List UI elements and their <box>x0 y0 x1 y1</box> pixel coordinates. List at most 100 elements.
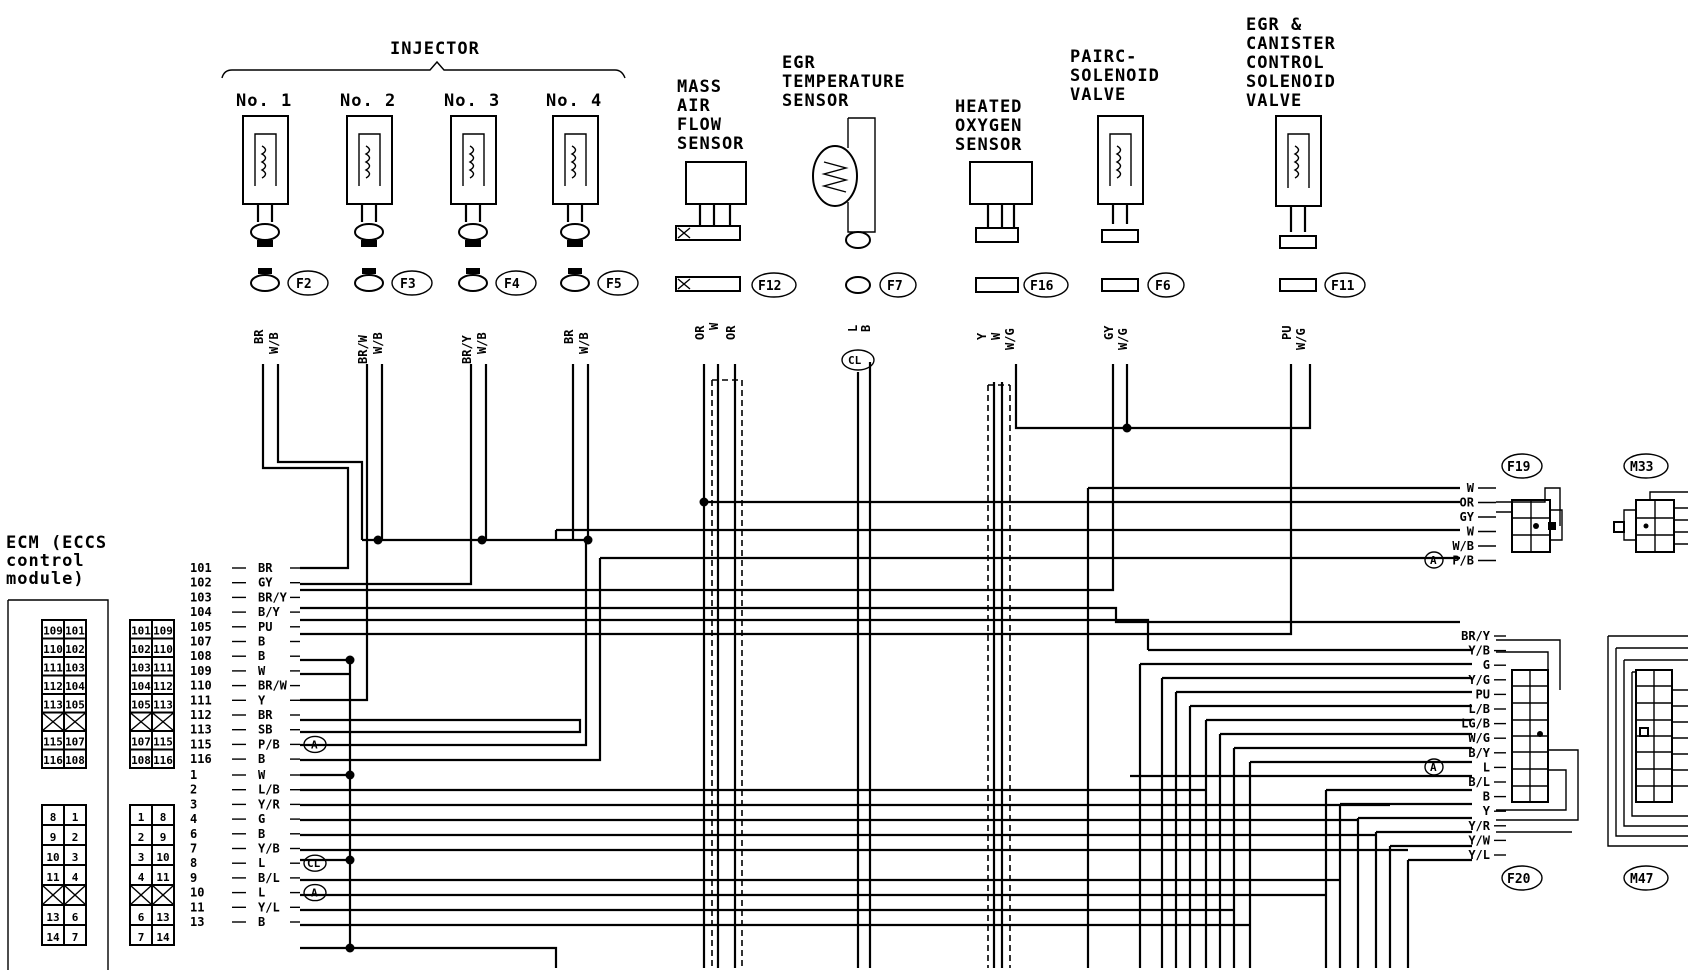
connector-tag-f4: F4 <box>495 270 537 296</box>
tag-label: A <box>1430 761 1437 774</box>
ecm-cell-number: 109 <box>43 625 63 638</box>
connector-tag-f11: F11 <box>1324 272 1366 298</box>
heated-oxygen-sensor: HEATED OXYGEN SENSOR F16 Y W W/G <box>955 97 1069 350</box>
connector-tag-f6: F6 <box>1147 272 1185 298</box>
f20-wire-code: G <box>1483 658 1490 672</box>
svg-text:CANISTER: CANISTER <box>1246 34 1336 54</box>
ecm-cell-number: 112 <box>43 680 63 693</box>
ecm-pin-number: 101 <box>190 561 212 575</box>
ecm-pin-color: BR/W <box>258 679 288 693</box>
o2-wires <box>992 382 1004 968</box>
injector-no1-label: No. 1 <box>236 91 292 111</box>
plug-icon <box>354 223 384 241</box>
ecm-cell-number: 110 <box>153 643 173 656</box>
svg-text:F5: F5 <box>606 277 622 292</box>
svg-text:SOLENOID: SOLENOID <box>1246 72 1336 92</box>
plug-icon <box>458 223 488 241</box>
plug-icon <box>975 277 1019 293</box>
svg-text:SENSOR: SENSOR <box>677 134 744 154</box>
f20-wire-code: Y/W <box>1468 833 1490 847</box>
svg-text:M47: M47 <box>1630 872 1653 887</box>
ecm-cell-number: 109 <box>153 625 173 638</box>
tag-label: A <box>311 887 318 900</box>
ecm-pin-color: L/B <box>258 783 280 797</box>
connector-m47: M47 <box>1607 635 1688 891</box>
svg-text:EGR: EGR <box>782 53 816 73</box>
svg-text:M33: M33 <box>1630 460 1653 475</box>
ecm-pin-number: 116 <box>190 752 212 766</box>
ecm-pin-color: L <box>258 886 265 900</box>
ecm-pin-color: B <box>258 915 265 929</box>
egr-canister-solenoid-valve: EGR & CANISTER CONTROL SOLENOID VALVE F1… <box>1246 15 1366 350</box>
ecm-cell-number: 1 <box>72 811 79 824</box>
connector-tag-f5: F5 <box>597 270 639 296</box>
connector-tag-f2: F2 <box>287 270 329 296</box>
wire-code: GY <box>1102 325 1116 340</box>
coil-icon <box>1287 133 1310 188</box>
ecm-cell-number: 11 <box>156 871 170 884</box>
wire-code: W <box>989 332 1003 340</box>
ecm-cell-number: 11 <box>46 871 60 884</box>
ecm-pin-color: PU <box>258 620 272 634</box>
ecm-cell-number: 103 <box>65 662 85 675</box>
maf-body <box>685 161 747 205</box>
ecm-cell-number: 111 <box>153 662 173 675</box>
maf-wires <box>702 364 737 968</box>
ecm-cell-number: 14 <box>46 931 60 944</box>
ecm-pin-color: BR <box>258 708 273 722</box>
ecm-cell-number: 110 <box>43 643 63 656</box>
ecm-pin-color: B <box>258 635 265 649</box>
ecm-pin-color: B/Y <box>258 605 280 619</box>
svg-text:F7: F7 <box>887 279 903 294</box>
ecm-cell-unused <box>63 711 87 732</box>
plug-icon <box>1101 229 1139 243</box>
ecm-pin-color: SB <box>258 723 272 737</box>
ecm-cell-number: 107 <box>65 736 85 749</box>
connector-m33: M33 <box>1613 453 1688 553</box>
coil-icon <box>564 133 587 186</box>
ecm-cell-number: 105 <box>131 699 151 712</box>
svg-text:VALVE: VALVE <box>1246 91 1302 111</box>
ecm-cell-number: 13 <box>46 911 59 924</box>
ecm-pin-number: 2 <box>190 783 197 797</box>
plug-icon <box>560 223 590 241</box>
ecm-cell-number: 112 <box>153 680 173 693</box>
ecm-pin-number: 11 <box>190 900 204 914</box>
ecm-cell-number: 2 <box>72 831 79 844</box>
ecm-pin-number: 3 <box>190 797 197 811</box>
ecm-pin-number: 111 <box>190 693 212 707</box>
shield <box>711 379 743 968</box>
ecm-cell-number: 108 <box>131 754 151 767</box>
plug-icon <box>354 274 384 292</box>
f20-wire-code: PU <box>1476 687 1490 701</box>
wire <box>276 364 364 540</box>
f20-wire-code: L/B <box>1468 702 1490 716</box>
wire-code: Y <box>975 332 989 340</box>
plug-icon <box>1279 235 1317 249</box>
egr-temp-sensor: EGR TEMPERATURE SENSOR F7 L B CL <box>782 53 917 371</box>
ecm-cell-number: 2 <box>138 831 145 844</box>
wire-code: OR <box>693 325 707 340</box>
svg-text:F16: F16 <box>1030 279 1054 294</box>
maf-sensor: MASS AIR FLOW SENSOR F12 OR W OR <box>675 77 797 340</box>
ecm-cell-number: 116 <box>153 754 173 767</box>
connector-tag-f20: F20 <box>1501 865 1543 891</box>
coil-icon <box>462 133 485 186</box>
ecm-pin-number: 1 <box>190 768 197 782</box>
ecm-cell-unused <box>129 711 153 732</box>
ecm-cell-unused <box>41 884 65 906</box>
wire-code: W/B <box>577 332 591 354</box>
ecm-pin-number: 13 <box>190 915 204 929</box>
ecm-pin-color: W <box>258 664 266 678</box>
o2-body <box>969 161 1033 205</box>
f20-wire-code: B/L <box>1468 775 1490 789</box>
f20-wire-code: Y/G <box>1468 673 1490 687</box>
ecm-title: ECM (ECCS <box>6 533 107 553</box>
svg-text:SOLENOID: SOLENOID <box>1070 66 1160 86</box>
f20-wire-code: LG/B <box>1461 717 1490 731</box>
ecm-cell-number: 4 <box>72 871 79 884</box>
svg-text:F19: F19 <box>1507 460 1530 475</box>
